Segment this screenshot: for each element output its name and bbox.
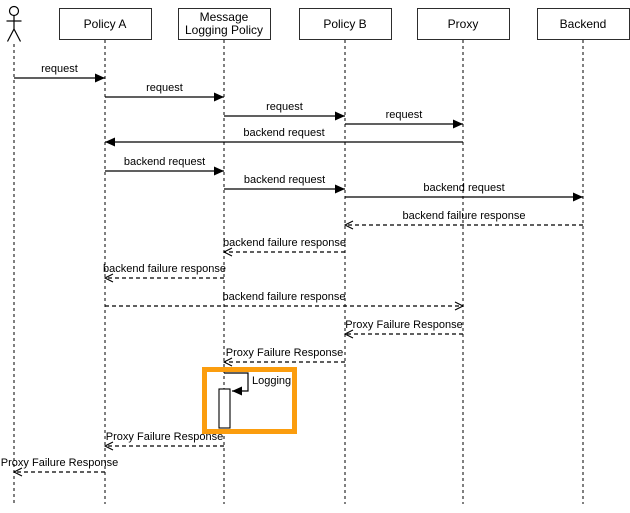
participant-backend: Backend [536, 8, 630, 40]
participant-label: Proxy [447, 16, 479, 31]
message-label: backend request [123, 156, 206, 168]
self-message-label: Logging [252, 375, 292, 387]
participant-label: Policy B [323, 16, 367, 31]
message-label: backend failure response [222, 291, 346, 303]
message-label: request [266, 101, 303, 113]
message-label: backend request [423, 182, 505, 194]
message-label: backend failure response [103, 263, 226, 275]
message-label: Proxy Failure Response [225, 347, 344, 359]
participant-label: Backend [559, 16, 607, 31]
message-label: request [41, 63, 78, 75]
message-label: Proxy Failure Response [105, 431, 224, 443]
message-label: Proxy Failure Response [345, 319, 463, 331]
participant-policy-b: Policy B [298, 8, 392, 40]
message-label: backend request [243, 127, 325, 139]
participant-proxy: Proxy [416, 8, 510, 40]
message-label: backend request [243, 174, 326, 186]
message-label: request [146, 82, 183, 94]
participant-label: Message Logging Policy [184, 10, 264, 37]
message-label: Proxy Failure Response [0, 457, 119, 469]
self-message-arrow [224, 372, 249, 396]
participant-message-logging-policy: Message Logging Policy [177, 8, 271, 40]
participant-policy-a: Policy A [58, 8, 152, 40]
message-label: backend failure response [223, 237, 346, 249]
activation-bar [218, 388, 231, 429]
message-label: backend failure response [402, 210, 526, 222]
participant-label: Policy A [83, 16, 127, 31]
highlight-box [202, 367, 297, 434]
message-label: request [385, 109, 423, 121]
actor-icon [6, 5, 22, 42]
